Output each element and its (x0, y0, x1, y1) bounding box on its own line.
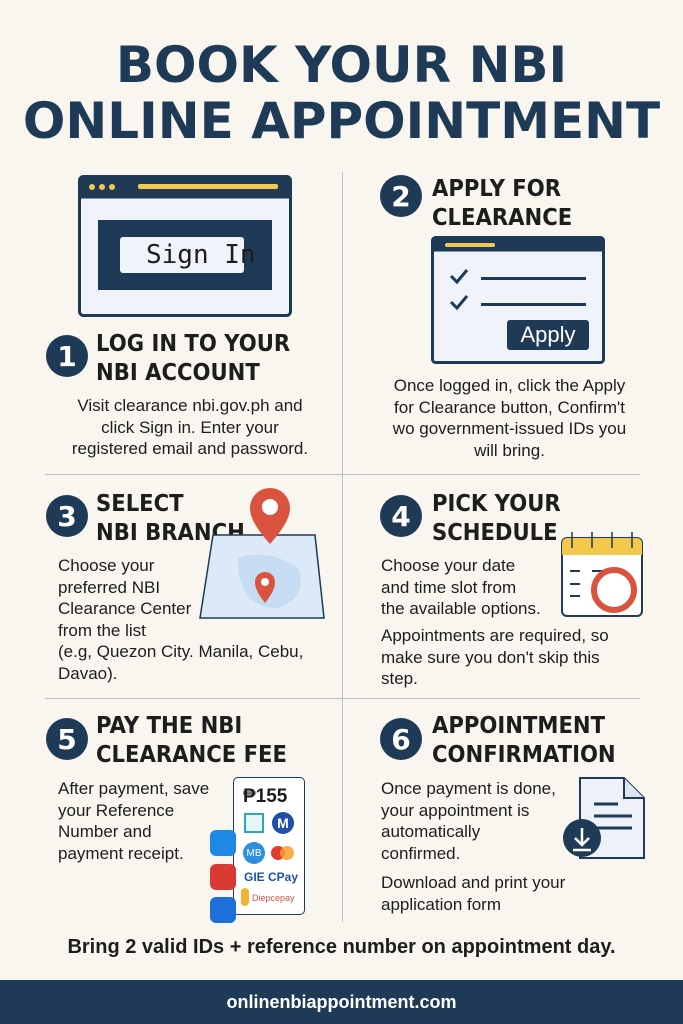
step-6-text: Once payment is done, your appointment i… (381, 779, 556, 863)
payment-logo-m: M (272, 812, 294, 834)
horizontal-divider (45, 698, 640, 699)
payment-logo-dragonpay: Diepcepay (252, 893, 295, 903)
step-number-1: 1 (46, 335, 88, 377)
step-1-text: Visit clearance nbi.gov.ph and click Sig… (71, 396, 309, 458)
step-number-4: 4 (380, 495, 422, 537)
step-3-heading: SELECT NBI BRANCH (96, 491, 245, 546)
step-2-text: Once logged in, click the Apply for Clea… (392, 376, 627, 460)
download-document-icon (563, 777, 645, 859)
map-pin-icon (199, 488, 325, 619)
vertical-divider (342, 172, 343, 922)
bottom-note: Bring 2 valid IDs + reference number on … (67, 936, 616, 958)
fee-amount: ₱155 (243, 786, 288, 807)
step-5-heading: PAY THE NBI CLEARANCE FEE (96, 713, 287, 768)
payment-logo-gcash: GIE CPay (244, 870, 299, 884)
title-line1: BOOK YOUR NBI (115, 36, 568, 94)
step-1-heading: LOG IN TO YOUR NBI ACCOUNT (96, 331, 291, 386)
horizontal-divider (45, 474, 640, 475)
apply-button: Apply (520, 322, 576, 347)
step-3-text: Choose your preferred NBI Clearance Cent… (58, 556, 304, 683)
title-line2: ONLINE APPOINTMENT (22, 92, 661, 150)
bank-app-icon (210, 897, 236, 923)
payment-logo-mark (241, 888, 249, 906)
footer-website[interactable]: onlinenbiappointment.com (0, 980, 683, 1024)
step-number-5: 5 (46, 718, 88, 760)
payment-logo-mb: MB (243, 842, 265, 864)
step-4-heading: PICK YOUR SCHEDULE (432, 491, 561, 546)
apply-form-illustration (431, 236, 605, 364)
step-number-2: 2 (380, 175, 422, 217)
step-4-note: Appointments are required, so make sure … (381, 626, 609, 688)
bank-app-icon (210, 830, 236, 856)
step-number-6: 6 (380, 718, 422, 760)
payment-logo (244, 813, 264, 833)
sign-in-button: Sign In (146, 240, 256, 270)
step-6-heading: APPOINTMENT CONFIRMATION (432, 713, 616, 768)
step-2-heading: APPLY FOR CLEARANCE (432, 176, 573, 231)
step-4-text: Choose your date and time slot from the … (381, 556, 541, 618)
browser-signin-illustration (78, 175, 292, 317)
step-number-3: 3 (46, 495, 88, 537)
mastercard-icon-right (280, 846, 294, 860)
bank-app-icon (210, 864, 236, 890)
step-5-text: After payment, save your Reference Numbe… (58, 779, 210, 863)
step-6-note: Download and print your application form (381, 873, 566, 914)
calendar-icon (561, 532, 643, 617)
